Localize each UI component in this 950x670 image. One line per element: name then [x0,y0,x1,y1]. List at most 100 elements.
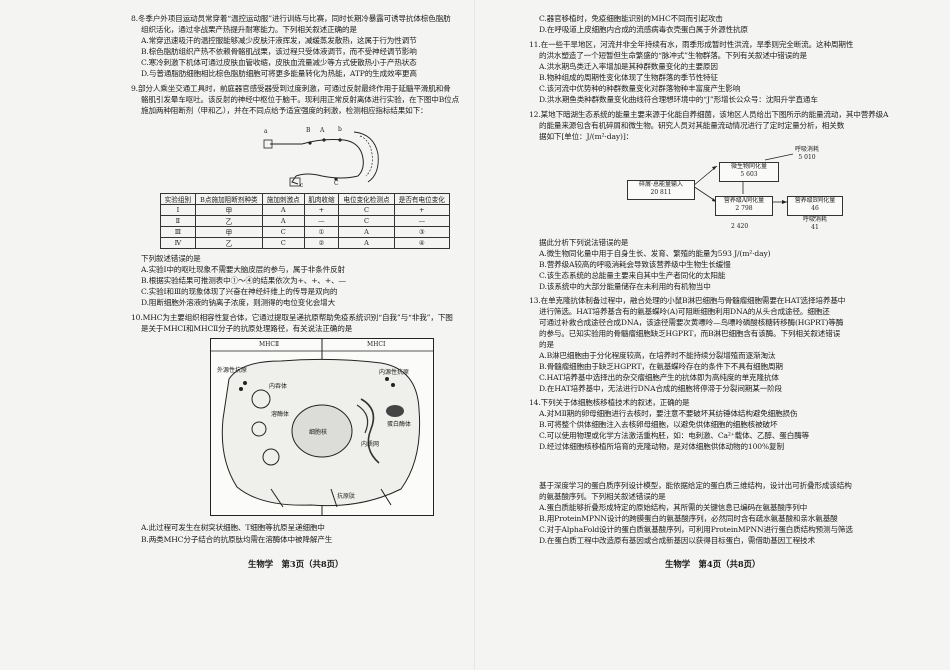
q13-option-a: A.B淋巴细胞由于分化程度较高，在培养时不能持续分裂增殖而逐渐淘汰 [539,351,776,360]
table-cell: A [338,226,395,238]
mhc-diagram-graphic [211,339,433,515]
detritus-value: 20 811 [650,189,672,196]
table-cell: A [261,204,305,216]
q12-stem-line1: 12.某地下暗湖生态系统的能量主要来源于化能自养细菌，该地区人员给出下图所示的能… [529,110,889,119]
table-cell: Ⅱ [160,215,196,227]
q9-stem-line1: 9.部分人乘坐交通工具时，前庭器官感受器受到过度刺激，可通过反射最终作用于延髓平… [131,84,451,93]
q10-stem-line2: 是关于MHCⅠ和MHCⅡ分子的抗原处理路径，有关说法正确的是 [141,324,353,333]
reflex-arc-diagram [263,131,379,187]
table-cell: 甲 [194,204,263,216]
diagram-label-a: a [264,128,268,135]
diagram-label-b-lower: b [338,126,342,133]
box-detritus: 碎屑·总能量输入 20 811 [627,180,695,200]
q8-option-b: B.棕色脂肪组织产热不依赖骨骼肌战栗，该过程只受体液调节，而不受神经调节影响 [141,47,417,56]
q13-option-c: C.HAT培养基中选择出的杂交瘤细胞产生的抗体即为高纯度的单克隆抗体 [539,373,779,382]
q9-experiment-table: 实验组别 B点施加阻断剂种类 施加刺激点 肌肉收缩 电位变化检测点 是否有电位变… [160,193,451,249]
table-cell: A [261,215,305,227]
table-header: 施加刺激点 [261,193,305,205]
table-header: B点施加阻断剂种类 [194,193,263,205]
q10-option-b: B.两类MHC分子结合的抗原肽均需在溶酶体中被降解产生 [141,535,333,544]
q10-stem-line1: 10.MHC为主要组织相容性复合体，它通过提取呈递抗原帮助免疫系统识别“自我”与… [131,313,453,322]
table-cell: + [393,204,451,216]
label-lysosome: 溶酶体 [271,411,290,418]
q9-option-c: C.实验Ⅰ和Ⅲ的现象体现了兴奋在神经纤维上的传导是双向的 [141,287,338,296]
diagram-label-b-upper: B [306,127,311,134]
diagram-label-a-upper: A [320,127,325,134]
q13-option-b: B.骨髓瘤细胞由于缺乏HGPRT，在氨基蝶呤存在的条件下不具有细胞周期 [539,362,783,371]
q11-option-a: A.洪水期鸟类迁入率增加是其种群数量变化的主要原因 [539,62,718,71]
level-b-label: 营养级B同化量 [794,197,836,204]
q14-option-a: A.对MⅡ期的卵母细胞进行去核时，要注意不要破坏其纺锤体结构避免细胞损伤 [539,409,798,418]
box-respiration-1: 呼吸消耗 5 010 [787,146,827,164]
box-respiration-3: 呼吸消耗 41 [795,216,835,234]
mhc-pathway-diagram: MHCⅡ MHCⅠ 外源性抗原 内吞体 溶酶体 细胞核 内质网 内源性抗原 蛋白… [210,338,434,516]
table-cell: ③ [393,226,451,238]
microbe-label: 微生物同化量 [730,163,767,170]
q12-stem-line2: 的能量来源包含有机碎屑和微生物。研究人员对其能量流动情况进行了定时定量分析，相关… [539,121,845,130]
table-cell: Ⅳ [160,237,196,249]
label-er: 内质网 [361,441,380,448]
q14-option-b: B.可将整个供体细胞注入去核卵母细胞，以避免供体细胞的细胞核被破坏 [539,420,778,429]
page-footer-left: 生物学 第3页（共8页） [248,559,344,569]
table-cell: 乙 [194,237,263,249]
table-cell: C [338,215,395,227]
q14-option-d: D.经过体细胞核移植所培育的克隆动物，是对体细胞供体动物的100%复制 [539,442,784,451]
box-microbe: 微生物同化量 5 603 [719,162,779,182]
page-gutter [474,0,475,670]
q15-stem-line1: 基于深度学习的蛋白质序列设计模型，能依据给定的蛋白质三维结构，设计出可折叠形成该… [539,481,852,490]
q11-stem-line1: 11.在一些干旱地区，河流并非全年持续有水，雨季形成暂时性洪流，旱季则完全断流。… [529,40,854,49]
q9-stem-line2: 骼肌引发晕车呕吐。该反射的神经中枢位于脑干。现利用正常反射离体进行实验，在下图中… [141,95,460,104]
table-cell: A [338,237,395,249]
q13-stem-line3: 可通过补救合成途径合成DNA，该途径需要次黄嘌呤—鸟嘌呤磷酸核糖转移酶(HGPR… [539,318,844,327]
q8-option-a: A.常穿迅速吸汗的温控服能够减少皮肤汗液挥发，减缓蒸发散热，这属于行为性调节 [141,36,417,45]
q11-option-b: B.物种组成的周期性变化体现了生物群落的季节性特征 [539,73,718,82]
q12-option-d: D.该系统中的大部分能量储存在未利用的有机物当中 [539,282,711,291]
label-proteasome: 蛋白酶体 [387,421,412,428]
table-cell: 乙 [194,215,263,227]
q13-option-d: D.在HAT培养基中，无法进行DNA合成的细胞将停滞于分裂间期某一阶段 [539,384,782,393]
label-antigen-peptide: 抗原肽 [337,493,356,500]
table-row: Ⅳ 乙 C ② A ④ [160,237,451,249]
table-header: 肌肉收缩 [303,193,340,205]
page-footer-right: 生物学 第4页（共8页） [665,559,761,569]
table-cell: — [303,215,340,227]
table-cell: C [338,204,395,216]
resp1-value: 5 010 [798,154,816,161]
q15-option-d: D.在蛋白质工程中改造原有基因或合成新基因以获得目标蛋白，需借助基因工程技术 [539,536,815,545]
table-cell: Ⅲ [160,226,196,238]
mhc2-header: MHCⅡ [259,341,280,348]
table-cell: C [261,237,305,249]
q15-option-b: B.用ProteinMPNN设计的跨膜蛋白的氨基酸序列，必然同时含有疏水氨基酸和… [539,514,838,523]
q14-stem: 14.下列关于体细胞核移植技术的叙述，正确的是 [529,398,690,407]
table-cell: ② [303,237,340,249]
label-endosome: 内吞体 [269,383,288,390]
q12-stem-line3: 据如下[单位：J/(m²·day)]： [539,132,634,141]
q12-option-a: A.微生物同化量中用于自身生长、发育、繁殖的能量为593 J/(m²·day) [539,249,771,258]
q15-option-a: A.蛋白质能够折叠形成特定的原始结构，其所需的关键信息已编码在氨基酸序列中 [539,503,808,512]
q8-option-c: C.寒冷刺激下机体可通过皮肤血管收缩，皮肤血流量减少等方式使散热小于产热状态 [141,58,417,67]
detritus-label: 碎屑·总能量输入 [639,181,683,188]
q12-question: 据此分析下列说法错误的是 [539,238,629,247]
q15-option-c: C.对于AlphaFold设计的蛋白质氨基酸序列，可利用ProteinMPNN进… [539,525,853,534]
table-cell: Ⅰ [160,204,196,216]
table-cell: + [303,204,340,216]
label-endogenous-antigen: 内源性抗原 [379,369,410,376]
diagram-label-c-upper: C [334,180,339,187]
microbe-value: 5 603 [740,171,758,178]
table-header: 实验组别 [160,193,196,205]
q9-option-a: A.实验Ⅰ中的呕吐现象不需要大脑皮层的参与，属于非条件反射 [141,265,345,274]
box-level-b: 营养级B同化量 46 [787,196,843,216]
q8-stem-line2: 组织活化，通过非战栗产热提升耐寒能力。下列相关叙述正确的是 [141,25,357,34]
page-4: C.器官移植时，免疫细胞能识别的MHC不同而引起攻击 D.在呼吸道上皮细胞内合成… [475,0,950,670]
q9-question: 下列叙述错误的是 [141,254,201,263]
q8-stem-line1: 8.冬季户外项目运动员常穿着“温控运动服”进行训练与比赛，同时长期冷暴露可诱导抗… [131,14,451,23]
resp2-value: 2 420 [731,223,749,230]
page-3: 8.冬季户外项目运动员常穿着“温控运动服”进行训练与比赛，同时长期冷暴露可诱导抗… [131,14,460,569]
q9-stem-line3: 施加两种阻断剂（甲和乙），并在不同点给予适宜强度的刺激，检测相应指标结果如下： [141,106,428,115]
diagram-label-c-lower: c [300,182,304,189]
table-cell: ① [303,226,340,238]
q10-option-d: D.在呼吸道上皮细胞内合成的流感病毒衣壳蛋白属于外源性抗原 [539,25,748,34]
table-cell: — [393,215,451,227]
q12-option-c: C.该生态系统的总能量主要来自其中生产者同化的太阳能 [539,271,726,280]
resp3-label: 呼吸消耗 [802,216,827,223]
